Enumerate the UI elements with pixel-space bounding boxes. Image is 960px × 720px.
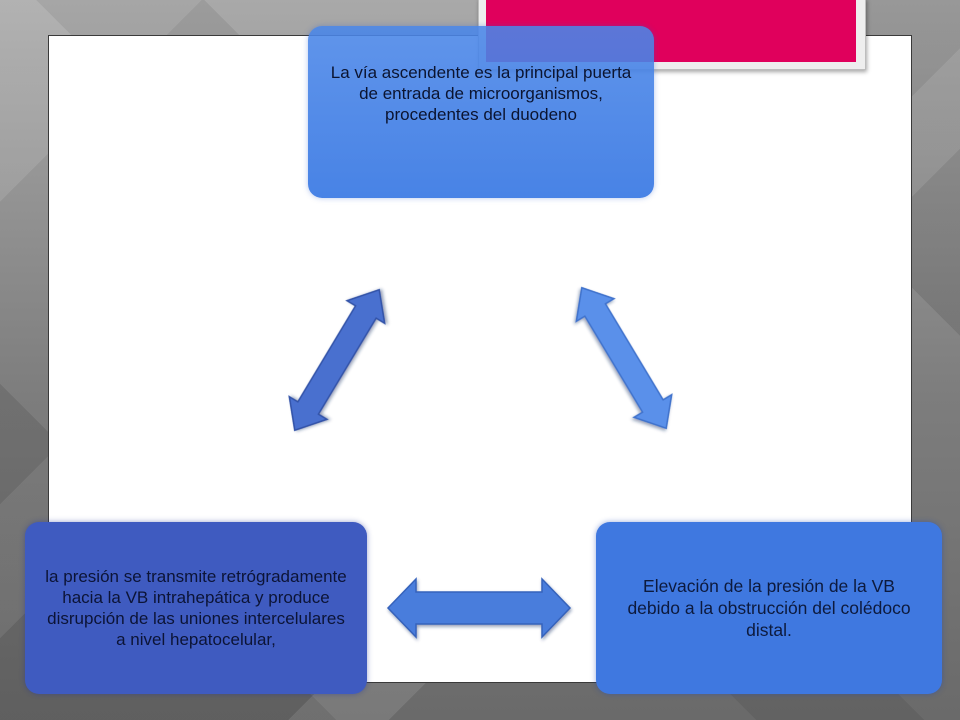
cycle-box-ascending-route: La vía ascendente es la principal puerta… <box>308 26 654 198</box>
cycle-box-pressure-transmission-text: la presión se transmite retrógradamente … <box>45 567 347 649</box>
double-arrow-right <box>575 286 673 430</box>
cycle-box-ascending-route-text: La vía ascendente es la principal puerta… <box>330 63 632 124</box>
double-arrow-left <box>288 288 386 432</box>
cycle-box-pressure-transmission: la presión se transmite retrógradamente … <box>25 522 367 694</box>
cycle-box-pressure-elevation: Elevación de la presión de la VB debido … <box>596 522 942 694</box>
cycle-box-pressure-elevation-text: Elevación de la presión de la VB debido … <box>627 576 911 640</box>
double-arrow-bottom <box>386 577 572 639</box>
